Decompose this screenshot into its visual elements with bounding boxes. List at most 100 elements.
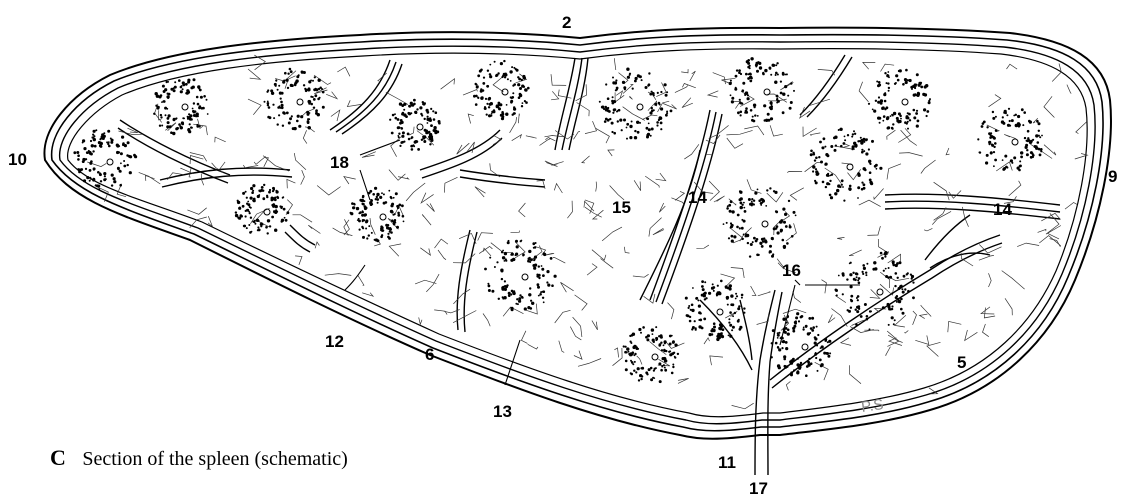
follicle-dot xyxy=(629,125,632,128)
follicle-dot xyxy=(380,236,383,239)
follicle-dot xyxy=(742,238,744,240)
follicle-dot xyxy=(660,122,663,125)
follicle-dot xyxy=(653,109,655,111)
follicle-dot xyxy=(607,119,610,122)
follicle-dot xyxy=(899,114,901,116)
follicle-dot xyxy=(769,187,771,189)
reticular-strand xyxy=(623,107,645,121)
follicle-dot xyxy=(254,223,256,225)
follicle-dot xyxy=(691,309,694,312)
follicle-dot xyxy=(515,254,517,256)
reticular-strand xyxy=(822,280,827,294)
reticular-strand xyxy=(678,378,689,383)
follicle-dot xyxy=(423,140,426,143)
follicle-dot xyxy=(200,96,203,99)
follicle-dot xyxy=(871,140,874,143)
reticular-strand xyxy=(675,191,684,200)
follicle-dot xyxy=(277,89,279,91)
reticular-strand xyxy=(949,191,961,199)
reticular-strand xyxy=(578,359,601,367)
follicle-dot xyxy=(86,176,89,179)
follicle-dot xyxy=(242,205,245,208)
follicle-dot xyxy=(695,297,698,300)
reticular-strand xyxy=(602,227,622,241)
follicle-dot xyxy=(525,101,528,104)
follicle-dot xyxy=(98,141,101,144)
follicle-dot xyxy=(868,148,870,150)
follicle-dot xyxy=(96,184,99,187)
follicle-dot xyxy=(736,295,738,297)
follicle-dot xyxy=(305,89,308,92)
lymphatic-follicle xyxy=(810,128,883,202)
follicle-dot xyxy=(770,101,772,103)
follicle-dot xyxy=(749,76,751,78)
reticular-strand xyxy=(1039,236,1061,246)
follicle-dot xyxy=(362,211,364,213)
follicle-dot xyxy=(542,297,544,299)
follicle-dot xyxy=(313,107,315,109)
follicle-dot xyxy=(895,272,898,275)
follicle-dot xyxy=(704,298,706,300)
follicle-dot xyxy=(735,75,738,78)
reticular-strand xyxy=(1005,298,1012,315)
follicle-dot xyxy=(853,278,856,281)
reticular-strand xyxy=(642,115,657,120)
follicle-dot xyxy=(500,269,503,272)
follicle-dot xyxy=(750,202,753,205)
follicle-dot xyxy=(376,193,379,196)
reticular-strand xyxy=(1050,239,1061,247)
follicle-dot xyxy=(103,172,106,175)
follicle-dot xyxy=(383,193,385,195)
follicle-dot xyxy=(830,175,832,177)
follicle-dot xyxy=(669,343,672,346)
follicle-dot xyxy=(267,232,269,234)
follicle-dot xyxy=(275,211,277,213)
follicle-dot xyxy=(732,326,735,329)
follicle-dot xyxy=(77,154,80,157)
reticular-strand xyxy=(751,286,756,296)
follicle-dot xyxy=(790,82,792,84)
follicle-dot xyxy=(741,227,744,230)
follicle-dot xyxy=(995,116,997,118)
follicle-dot xyxy=(313,98,316,101)
follicle-dot xyxy=(79,168,81,170)
follicle-dot xyxy=(383,202,386,205)
follicle-dot xyxy=(829,194,832,197)
follicle-dot xyxy=(701,280,704,283)
follicle-dot xyxy=(281,92,284,95)
follicle-dot xyxy=(483,77,485,79)
follicle-dot xyxy=(905,69,908,72)
follicle-dot xyxy=(529,257,531,259)
central-arteriole xyxy=(380,214,386,220)
follicle-dot xyxy=(742,89,745,92)
follicle-dot xyxy=(747,62,750,65)
follicle-dot xyxy=(308,100,311,103)
follicle-dot xyxy=(822,181,825,184)
follicle-dot xyxy=(894,285,896,287)
follicle-dot xyxy=(361,226,363,228)
follicle-dot xyxy=(812,170,814,172)
follicle-dot xyxy=(777,100,780,103)
reticular-strand xyxy=(331,110,340,121)
follicle-dot xyxy=(389,119,391,121)
follicle-dot xyxy=(249,231,252,234)
follicle-dot xyxy=(248,224,250,226)
reticular-strand xyxy=(453,289,470,304)
follicle-dot xyxy=(731,235,734,238)
label-13: 13 xyxy=(493,402,512,421)
follicle-dot xyxy=(808,317,811,320)
follicle-dot xyxy=(521,105,523,107)
follicle-dot xyxy=(712,283,714,285)
follicle-dot xyxy=(703,318,706,321)
follicle-dot xyxy=(1015,124,1018,127)
follicle-dot xyxy=(793,369,795,371)
follicle-dot xyxy=(764,69,767,72)
follicle-dot xyxy=(388,227,391,230)
follicle-dot xyxy=(635,77,638,80)
follicle-dot xyxy=(178,123,181,126)
follicle-dot xyxy=(852,133,854,135)
follicle-dot xyxy=(1021,153,1023,155)
follicle-dot xyxy=(501,251,503,253)
reticular-strand xyxy=(682,98,693,108)
follicle-dot xyxy=(245,215,247,217)
